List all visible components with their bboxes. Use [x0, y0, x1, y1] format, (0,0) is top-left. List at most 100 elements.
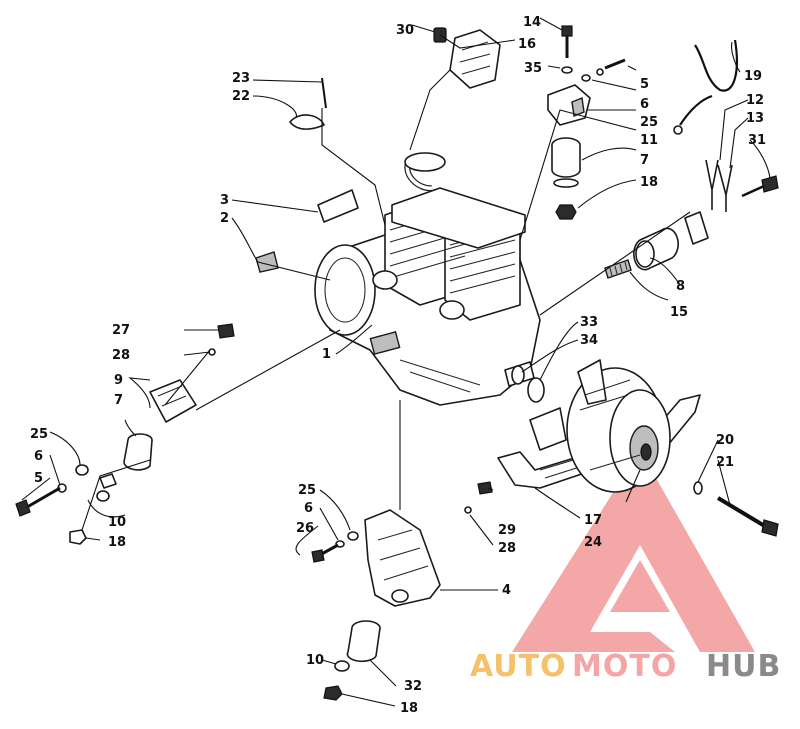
washer-25a — [75, 464, 89, 476]
callout-29: 29 — [498, 523, 516, 538]
washer-20 — [693, 481, 703, 495]
clutch-vane-left — [529, 407, 567, 451]
callout-18a: 18 — [640, 175, 658, 190]
callout-5a: 5 — [640, 77, 649, 92]
coolant-pipe-loop — [404, 152, 446, 172]
mount-25 — [571, 97, 585, 117]
callout-22: 22 — [232, 89, 250, 104]
callout-18c: 18 — [400, 701, 418, 716]
watermark-text: AUTO MOTO HUB — [470, 649, 781, 684]
callout-33: 33 — [580, 315, 598, 330]
washer-17 — [99, 473, 117, 489]
top-mount-plate — [449, 29, 501, 89]
callout-25b: 25 — [30, 427, 48, 442]
washer-10b — [334, 660, 350, 672]
callout-5b: 5 — [34, 471, 43, 486]
callout-labels: 1 2 3 4 5 5 6 6 6 7 7 8 9 10 10 11 12 13… — [30, 15, 766, 716]
bolt-14 — [561, 25, 573, 37]
callout-11: 11 — [640, 133, 658, 148]
callout-10a: 10 — [108, 515, 126, 530]
callout-31: 31 — [748, 133, 766, 148]
callout-25c: 25 — [298, 483, 316, 498]
callout-12: 12 — [746, 93, 764, 108]
callout-18b: 18 — [108, 535, 126, 550]
callout-10b: 10 — [306, 653, 324, 668]
callout-2: 2 — [220, 211, 229, 226]
fork-13 — [717, 164, 733, 212]
exhaust-port-right — [439, 300, 465, 320]
bolt-5b — [15, 499, 31, 517]
watermark-word-hub: HUB — [706, 649, 781, 684]
callout-30: 30 — [396, 23, 414, 38]
bolt-31 — [761, 175, 779, 193]
callout-21: 21 — [716, 455, 734, 470]
callout-9: 9 — [114, 373, 123, 388]
callout-6c: 6 — [304, 501, 313, 516]
heat-shield-3 — [317, 189, 359, 223]
engine-bracket-4 — [364, 509, 441, 607]
clamp-22 — [289, 114, 325, 130]
bolt-29 — [477, 481, 493, 495]
clutch-vane-upper — [577, 359, 607, 405]
rubber-mount-7b — [123, 439, 153, 471]
callout-8: 8 — [676, 279, 685, 294]
callout-28a: 28 — [112, 348, 130, 363]
callout-23: 23 — [232, 71, 250, 86]
watermark-word-moto: MOTO — [572, 649, 677, 684]
watermark-triangle — [512, 450, 755, 652]
small-parts — [255, 77, 359, 273]
washer-10a — [96, 490, 110, 502]
callout-4: 4 — [502, 583, 511, 598]
callout-28b: 28 — [498, 541, 516, 556]
upper-right-mount — [547, 25, 626, 220]
bracket-plate — [684, 211, 709, 245]
cylinder-head — [391, 187, 526, 249]
gasket-2 — [255, 251, 279, 273]
callout-24: 24 — [584, 535, 602, 550]
callout-17: 17 — [584, 513, 602, 528]
clutch-assembly — [497, 359, 779, 537]
wire-19 — [694, 39, 738, 92]
callout-6b: 6 — [34, 449, 43, 464]
callout-6a: 6 — [640, 97, 649, 112]
callout-14: 14 — [523, 15, 541, 30]
washer-35 — [561, 66, 573, 74]
nut-18c — [323, 685, 343, 701]
leader-lines — [21, 17, 771, 707]
callout-25a: 25 — [640, 115, 658, 130]
exhaust-port-left — [372, 270, 398, 290]
bolt-21 — [716, 496, 770, 530]
rubber-mount-32 — [346, 627, 381, 663]
nut-18b — [69, 529, 87, 545]
callout-35: 35 — [524, 61, 542, 76]
rubber-mount-7a — [551, 145, 581, 178]
watermark-word-auto: AUTO — [470, 649, 567, 684]
engine-assembly — [314, 152, 541, 406]
callout-19: 19 — [744, 69, 762, 84]
wiring-group — [673, 39, 779, 212]
callout-3: 3 — [220, 193, 229, 208]
callout-13: 13 — [746, 111, 764, 126]
shaft-group — [604, 211, 709, 279]
spacer-34 — [511, 365, 525, 385]
washer-6a — [581, 74, 591, 82]
callout-1: 1 — [322, 347, 331, 362]
fork-12 — [705, 159, 719, 210]
callout-20: 20 — [716, 433, 734, 448]
callout-15: 15 — [670, 305, 688, 320]
magneto-housing — [314, 244, 376, 336]
left-mount — [15, 323, 235, 545]
bolt-27 — [217, 323, 235, 339]
watermark-logo — [512, 450, 755, 652]
callout-26: 26 — [296, 521, 314, 536]
pin-23 — [321, 77, 327, 109]
callout-7b: 7 — [114, 393, 123, 408]
callout-16: 16 — [518, 37, 536, 52]
callout-7a: 7 — [640, 153, 649, 168]
callout-32: 32 — [404, 679, 422, 694]
washer-25b — [347, 531, 359, 541]
nut-18a — [555, 204, 577, 220]
callout-34: 34 — [580, 333, 598, 348]
